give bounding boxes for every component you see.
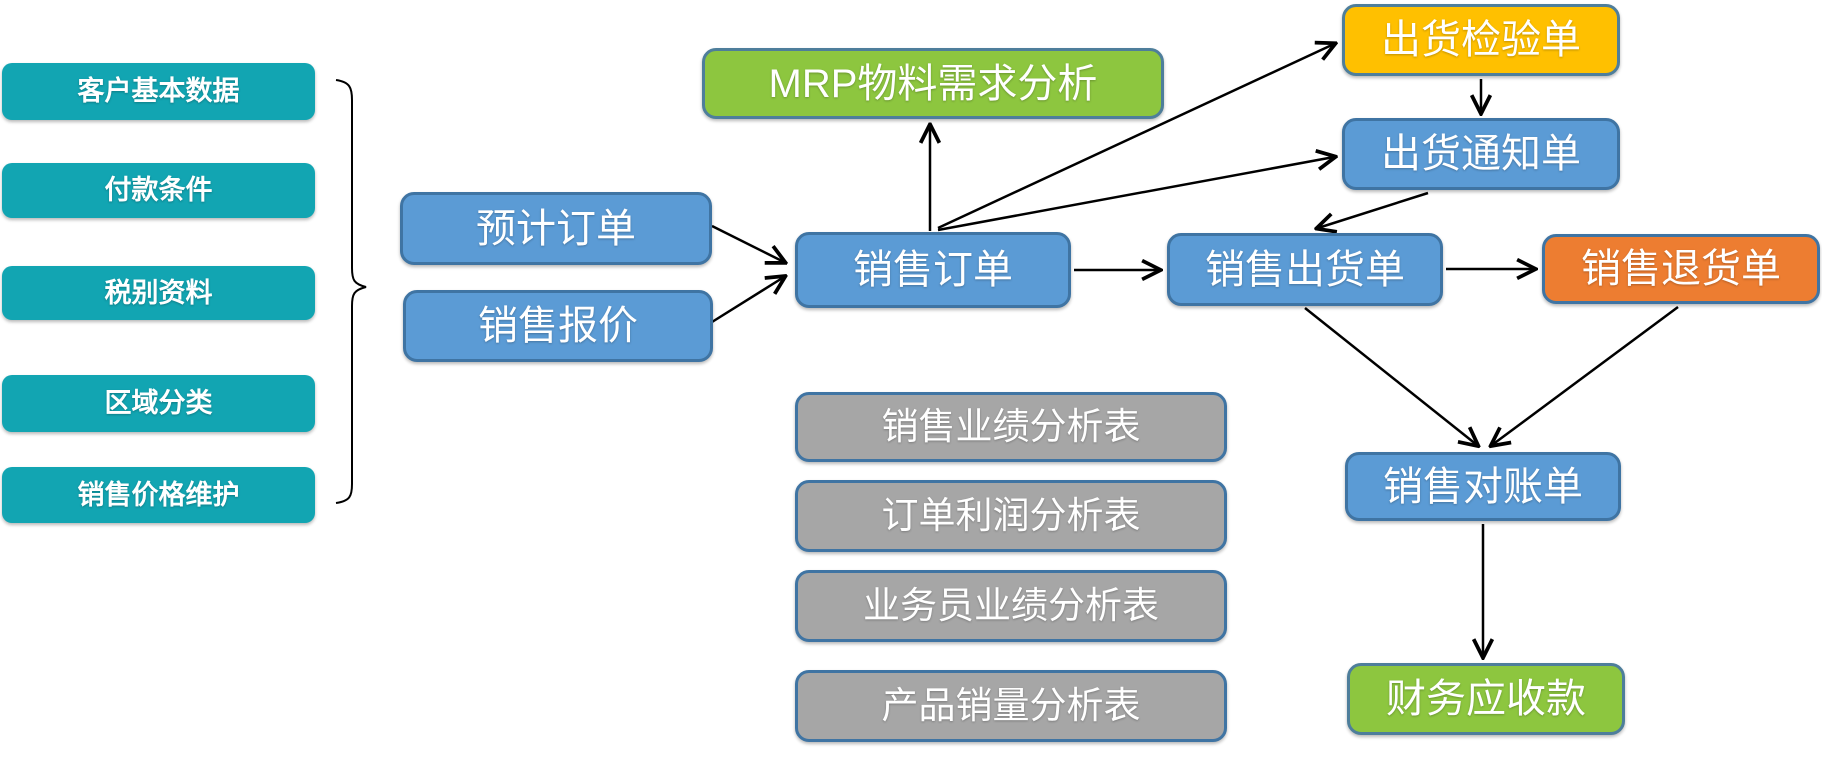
node-label: 销售业绩分析表 bbox=[881, 405, 1141, 447]
node-report-salesperson-performance: 业务员业绩分析表 bbox=[795, 570, 1227, 642]
node-label: 付款条件 bbox=[104, 175, 213, 206]
node-label: 销售价格维护 bbox=[77, 479, 240, 510]
node-tax-category: 税别资料 bbox=[2, 266, 315, 320]
node-label: 出货通知单 bbox=[1381, 132, 1581, 176]
node-label: 财务应收款 bbox=[1386, 677, 1586, 721]
arrow-notice-to-shipment bbox=[1318, 191, 1429, 228]
node-sales-order: 销售订单 bbox=[795, 232, 1071, 308]
node-label: 区域分类 bbox=[104, 388, 213, 419]
node-report-order-profit: 订单利润分析表 bbox=[795, 480, 1227, 552]
node-sales-quotation: 销售报价 bbox=[403, 290, 713, 362]
group-brace bbox=[335, 79, 367, 504]
node-sales-statement: 销售对账单 bbox=[1345, 452, 1621, 521]
node-sales-price-maintenance: 销售价格维护 bbox=[2, 467, 315, 523]
node-region-classification: 区域分类 bbox=[2, 375, 315, 432]
node-label: 销售出货单 bbox=[1205, 247, 1405, 292]
node-finance-receivable: 财务应收款 bbox=[1347, 663, 1625, 735]
node-label: MRP物料需求分析 bbox=[768, 61, 1098, 106]
arrow-order-to-notice bbox=[937, 157, 1334, 232]
arrow-forecast-to-order bbox=[711, 224, 784, 262]
node-label: 税别资料 bbox=[104, 277, 213, 308]
node-sales-return: 销售退货单 bbox=[1542, 234, 1820, 304]
node-label: 订单利润分析表 bbox=[881, 494, 1141, 536]
node-mrp-analysis: MRP物料需求分析 bbox=[702, 48, 1164, 119]
node-label: 业务员业绩分析表 bbox=[863, 584, 1159, 626]
node-label: 销售报价 bbox=[478, 304, 638, 348]
node-shipment-notice: 出货通知单 bbox=[1342, 118, 1620, 190]
arrow-order-to-inspection bbox=[937, 44, 1334, 230]
arrow-shipment-to-statement bbox=[1304, 307, 1477, 445]
node-forecast-order: 预计订单 bbox=[400, 192, 712, 265]
node-sales-shipment: 销售出货单 bbox=[1167, 233, 1443, 306]
node-label: 客户基本数据 bbox=[77, 76, 240, 107]
node-label: 销售订单 bbox=[853, 248, 1013, 292]
node-label: 出货检验单 bbox=[1381, 18, 1581, 62]
node-report-sales-performance: 销售业绩分析表 bbox=[795, 392, 1227, 462]
node-customer-basic-data: 客户基本数据 bbox=[2, 63, 315, 120]
arrow-quote-to-order bbox=[711, 277, 784, 324]
node-label: 销售退货单 bbox=[1581, 247, 1781, 291]
node-label: 产品销量分析表 bbox=[881, 684, 1141, 726]
arrow-return-to-statement bbox=[1492, 305, 1679, 445]
node-label: 销售对账单 bbox=[1383, 464, 1583, 509]
node-report-product-sales-volume: 产品销量分析表 bbox=[795, 670, 1227, 742]
node-shipment-inspection: 出货检验单 bbox=[1342, 4, 1620, 76]
node-label: 预计订单 bbox=[476, 206, 636, 251]
node-payment-terms: 付款条件 bbox=[2, 163, 315, 218]
